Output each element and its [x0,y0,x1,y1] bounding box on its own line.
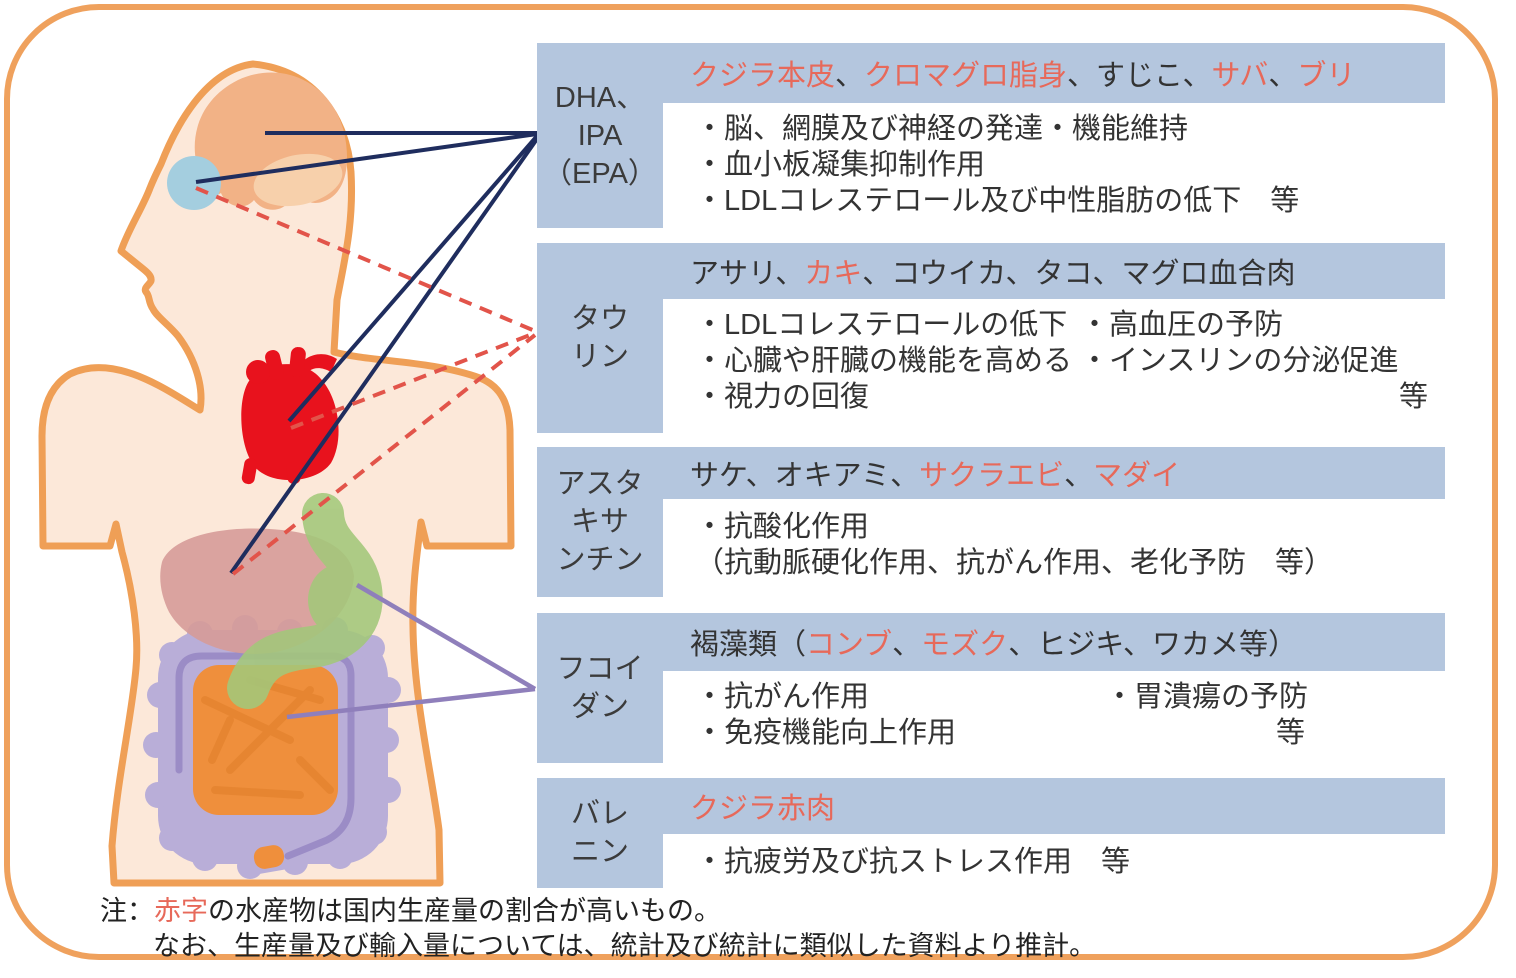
section-dha-ipa: DHA、IPA（EPA） クジラ本皮、クロマグロ脂身、すじこ、サバ、ブリ ・脳、… [537,43,1445,228]
label-line: リン [570,341,629,373]
heart [241,347,339,485]
navy-line-heart-to-dha [287,134,539,423]
label-line: ダン [570,691,629,723]
colon-line [175,652,355,860]
food-name-domestic: カキ [804,258,863,290]
effect-line: ・視力の回復 [695,381,870,413]
effect-line: ・抗がん作用 [695,681,870,713]
nutrient-label-taurine: タウリン [537,243,663,433]
food-name: 、コウイカ、タコ、マグロ血合肉 [862,258,1296,290]
effect-line: 等 [1398,381,1428,413]
food-name: 褐藻類（ [690,629,807,661]
food-name: 、 [1064,460,1094,492]
effect-line: 等 [1275,717,1305,749]
dashed-line-eye-to-taurine [195,186,536,333]
effect-line: ・抗酸化作用 [695,511,870,543]
effects-taurine: ・LDLコレステロールの低下・心臓や肝臓の機能を高める・視力の回復 ・高血圧の予… [663,299,1445,433]
navy-line-eye-to-dha [195,132,538,184]
effects-astaxanthin: ・抗酸化作用 （抗動脈硬化作用、抗がん作用、老化予防 等） [663,499,1445,597]
food-name-domestic: サクラエビ [919,460,1065,492]
effect-line: ・LDLコレステロール及び中性脂肪の低下 等 [695,185,1300,217]
effect-line: ・インスリンの分泌促進 [1080,345,1399,377]
navy-line-liver-to-dha [229,137,539,575]
effects-fucoidan: ・抗がん作用・免疫機能向上作用 ・胃潰瘍の予防等 [663,671,1445,763]
food-name: 、すじこ、 [1067,60,1212,92]
effect-line: ・高血圧の予防 [1080,309,1284,341]
food-name: 、ヒジキ、ワカメ等） [1008,629,1298,661]
food-name-domestic: モズク [921,629,1009,661]
effect-line: ・心臓や肝臓の機能を高める [695,345,1073,377]
effect-line: （抗動脈硬化作用、抗がん作用、老化予防 等） [695,547,1334,579]
purple-line-stomach-to-fucoidan [355,583,537,691]
dashed-line-liver-to-taurine [231,333,537,576]
effect-line: ・抗疲労及び抗ストレス作用 等 [695,846,1131,878]
food-name: 、 [835,60,865,92]
footnote-red-word: 赤字 [154,896,208,926]
liver [160,528,354,654]
food-name: 、 [892,629,922,661]
label-line: ンチン [556,544,644,576]
effect-line: ・免疫機能向上作用 [695,717,957,749]
label-line: （EPA） [543,157,657,190]
label-line: バレ [570,798,629,830]
brain-highlight [253,153,343,207]
nutrient-label-astaxanthin: アスタキサンチン [537,447,663,597]
nutrient-label-fucoidan: フコイダン [537,613,663,763]
food-name-domestic: クジラ赤肉 [690,793,836,825]
food-name-domestic: コンブ [806,629,893,661]
food-sources-balenine: クジラ赤肉 [663,778,1445,834]
nutrient-label-dha-ipa: DHA、 IPA （EPA） [537,43,663,228]
label-line: タウ [570,303,629,335]
food-name-domestic: マダイ [1093,460,1181,492]
eye [167,156,221,210]
food-sources-dha-ipa: クジラ本皮、クロマグロ脂身、すじこ、サバ、ブリ [663,43,1445,103]
effects-dha-ipa: ・脳、網膜及び神経の発達・機能維持・血小板凝集抑制作用・LDLコレステロール及び… [663,103,1445,228]
effects-balenine: ・抗疲労及び抗ストレス作用 等 [663,834,1445,888]
food-sources-fucoidan: 褐藻類（コンブ、モズク、ヒジキ、ワカメ等） [663,613,1445,671]
food-name: サケ、オキアミ、 [690,460,920,492]
section-taurine: タウリン アサリ、カキ、コウイカ、タコ、マグロ血合肉 ・LDLコレステロールの低… [537,243,1445,433]
stomach [227,493,383,709]
section-fucoidan: フコイダン 褐藻類（コンブ、モズク、ヒジキ、ワカメ等） ・抗がん作用・免疫機能向… [537,613,1445,763]
purple-line-intestine-to-fucoidan [286,686,536,720]
food-name-domestic: クジラ本皮 [690,60,836,92]
food-name: 、 [1268,60,1298,92]
effect-line: ・脳、網膜及び神経の発達・機能維持 [695,113,1189,145]
nutrient-label-balenine: バレニン [537,778,663,888]
footnote-line1-rest: の水産物は国内生産量の割合が高いもの。 [208,896,721,926]
footnote: 注：赤字の水産物は国内生産量の割合が高いもの。 なお、生産量及び輸入量については… [100,894,1096,964]
food-name: アサリ、 [690,258,805,290]
label-line: キサ [570,506,629,538]
section-balenine: バレニン クジラ赤肉 ・抗疲労及び抗ストレス作用 等 [537,778,1445,888]
footnote-line1: 注：赤字の水産物は国内生産量の割合が高いもの。 [100,894,1096,929]
label-line: ニン [570,836,629,868]
food-sources-astaxanthin: サケ、オキアミ、サクラエビ、マダイ [663,447,1445,499]
effect-line: ・LDLコレステロールの低下 [695,309,1068,341]
footnote-prefix: 注： [100,896,154,926]
food-name-domestic: クロマグロ脂身 [864,60,1068,92]
food-name-domestic: ブリ [1297,60,1356,92]
label-line: DHA、 [554,81,646,114]
effect-line: ・血小板凝集抑制作用 [695,149,986,181]
label-line: フコイ [556,653,644,685]
label-line: IPA [577,119,623,152]
section-astaxanthin: アスタキサンチン サケ、オキアミ、サクラエビ、マダイ ・抗酸化作用 （抗動脈硬化作… [537,447,1445,597]
footnote-line2: なお、生産量及び輸入量については、統計及び統計に類似した資料より推計。 [153,931,1097,961]
food-name-domestic: サバ [1211,60,1269,92]
effect-line: ・胃潰瘍の予防 [1105,681,1309,713]
label-line: アスタ [556,468,644,500]
food-sources-taurine: アサリ、カキ、コウイカ、タコ、マグロ血合肉 [663,243,1445,299]
